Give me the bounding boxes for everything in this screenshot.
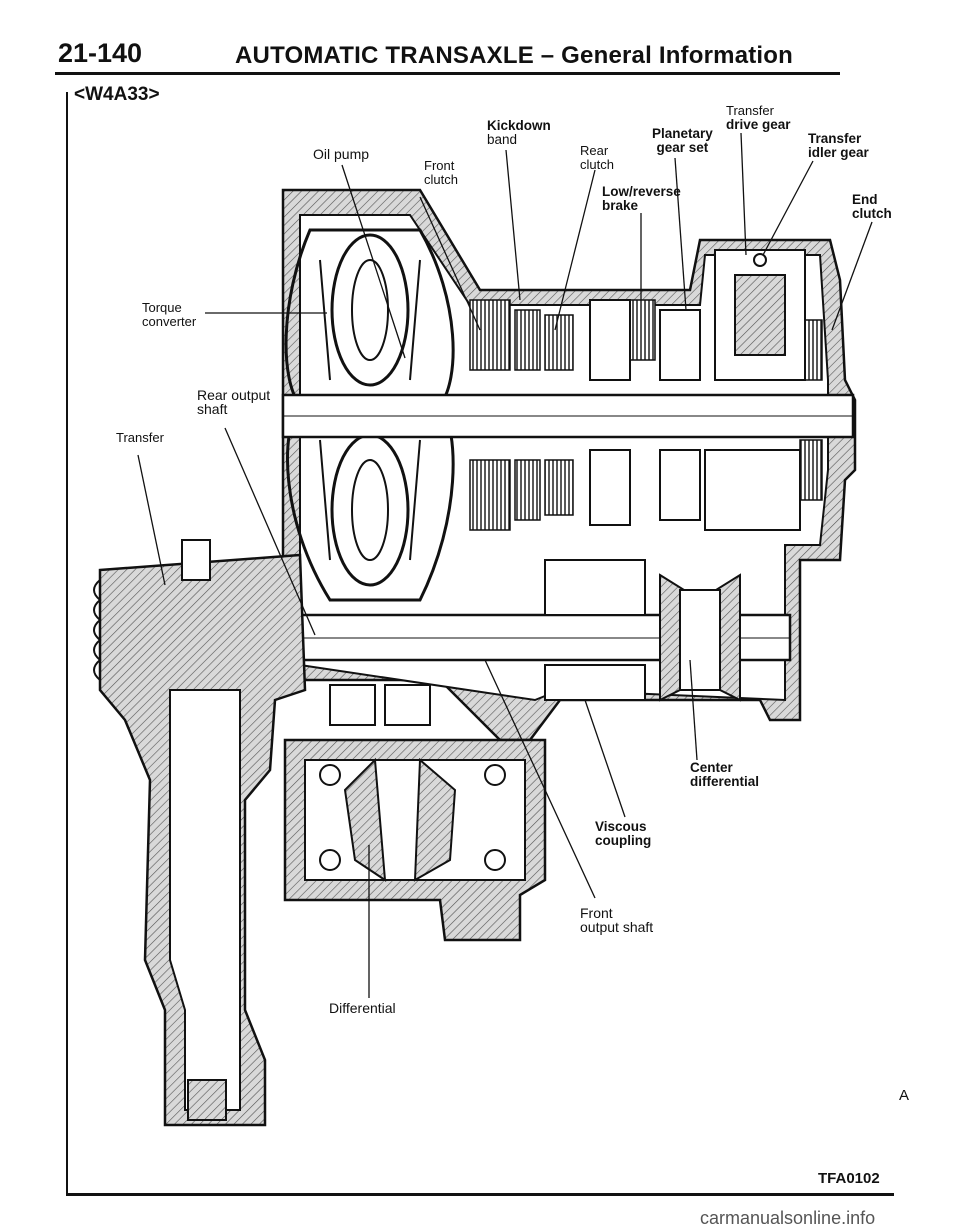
watermark: carmanualsonline.info bbox=[700, 1208, 876, 1228]
label-front-output-shaft: Front output shaft bbox=[580, 906, 653, 934]
label-kickdown-band-line1: Kickdown bbox=[487, 118, 551, 133]
label-low-reverse-brake: Low/reverse brake bbox=[602, 185, 681, 213]
leader-lines bbox=[137, 132, 873, 998]
label-low-reverse-brake-line1: Low/reverse bbox=[602, 184, 681, 199]
label-oil-pump: Oil pump bbox=[313, 146, 370, 162]
label-front-output-shaft-line1: Front bbox=[580, 905, 613, 921]
label-rear-output-shaft: Rear output shaft bbox=[197, 388, 270, 416]
label-transfer-drive-gear-line2: drive gear bbox=[726, 117, 791, 132]
torque-converter bbox=[284, 228, 455, 602]
label-torque-converter-line2: converter bbox=[142, 314, 197, 329]
label-viscous-coupling-line1: Viscous bbox=[595, 819, 647, 834]
header-rule bbox=[55, 72, 840, 75]
clutch-packs bbox=[469, 299, 823, 531]
footer-rule bbox=[66, 1193, 894, 1196]
label-transfer: Transfer bbox=[116, 430, 164, 445]
label-end-clutch-line1: End bbox=[852, 192, 878, 207]
label-low-reverse-brake-line2: brake bbox=[602, 198, 639, 213]
label-front-clutch-line2: clutch bbox=[424, 172, 458, 187]
label-rear-output-shaft-line1: Rear output bbox=[197, 387, 271, 403]
label-viscous-coupling-line2: coupling bbox=[595, 833, 652, 848]
label-kickdown-band: Kickdown band bbox=[487, 119, 551, 147]
label-viscous-coupling: Viscous coupling bbox=[595, 820, 651, 848]
label-center-differential-line1: Center bbox=[690, 760, 733, 775]
transfer-case-interior bbox=[169, 539, 241, 1121]
label-end-clutch-line2: clutch bbox=[852, 206, 892, 221]
label-torque-converter-line1: Torque bbox=[142, 300, 182, 315]
label-front-clutch: Front clutch bbox=[424, 159, 458, 187]
label-transfer-idler-gear: Transfer idler gear bbox=[808, 132, 869, 160]
margin-rule bbox=[66, 92, 68, 1195]
figure-code: TFA0102 bbox=[818, 1170, 880, 1187]
label-planetary-gear-set: Planetary gear set bbox=[652, 127, 713, 155]
label-transfer-idler-gear-line2: idler gear bbox=[808, 145, 869, 160]
label-torque-converter: Torque converter bbox=[142, 301, 196, 329]
planetary-and-transfer-gears bbox=[589, 249, 806, 531]
label-rear-clutch: Rear clutch bbox=[580, 144, 614, 172]
section-title: AUTOMATIC TRANSAXLE – General Informatio… bbox=[235, 42, 794, 69]
label-center-differential-line2: differential bbox=[690, 774, 760, 789]
figure-letter: A bbox=[899, 1087, 910, 1104]
label-end-clutch: End clutch bbox=[852, 193, 892, 221]
label-transfer-drive-gear-line1: Transfer bbox=[726, 103, 774, 118]
label-kickdown-band-line2: band bbox=[487, 132, 518, 147]
page-number: 21-140 bbox=[58, 38, 143, 68]
label-planetary-gear-set-line1: Planetary bbox=[652, 126, 713, 141]
label-rear-clutch-line1: Rear bbox=[580, 143, 609, 158]
label-rear-output-shaft-line2: shaft bbox=[197, 401, 228, 417]
label-transfer-drive-gear: Transfer drive gear bbox=[726, 104, 791, 132]
label-front-output-shaft-line2: output shaft bbox=[580, 919, 654, 935]
label-front-clutch-line1: Front bbox=[424, 158, 455, 173]
main-shaft bbox=[281, 393, 855, 439]
label-transfer-idler-gear-line1: Transfer bbox=[808, 131, 862, 146]
label-planetary-gear-set-line2: gear set bbox=[656, 140, 709, 155]
front-differential-interior bbox=[304, 684, 526, 882]
label-center-differential: Center differential bbox=[690, 761, 759, 789]
transfer-case-flange bbox=[93, 579, 102, 681]
model-code: <W4A33> bbox=[74, 84, 160, 105]
label-differential: Differential bbox=[329, 1000, 396, 1016]
label-rear-clutch-line2: clutch bbox=[580, 157, 614, 172]
